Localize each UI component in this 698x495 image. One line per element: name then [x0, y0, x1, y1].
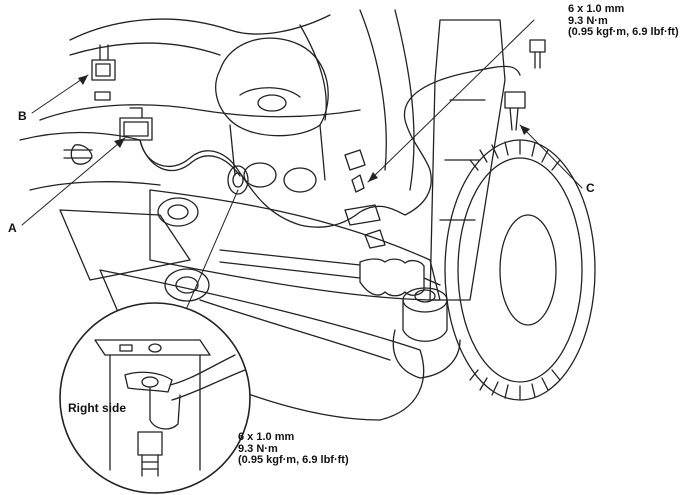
top-bolt-torque: 9.3 N·m: [568, 14, 608, 27]
strut-assembly: [429, 19, 506, 301]
bottom-bolt-torque: 9.3 N·m: [238, 442, 278, 455]
right-side-label: Right side: [68, 401, 127, 415]
sensor-wire-2: [139, 139, 241, 177]
brake-disc: [444, 139, 596, 401]
bottom-bolt-spec: 6 x 1.0 mm 9.3 N·m (0.95 kgf·m, 6.9 lbf·…: [238, 431, 349, 467]
sensor-wire: [139, 65, 521, 228]
bottom-bolt-torque-alt: (0.95 kgf·m, 6.9 lbf·ft): [238, 454, 349, 467]
sensor-bolt-top: [529, 39, 546, 69]
top-bolt-spec: 6 x 1.0 mm 9.3 N·m (0.95 kgf·m, 6.9 lbf·…: [568, 3, 679, 39]
connector-a: [119, 107, 153, 141]
label-c: C: [586, 181, 595, 195]
upper-arm: [215, 37, 329, 181]
bottom-bolt-size: 6 x 1.0 mm: [238, 431, 295, 443]
top-bolt-torque-alt: (0.95 kgf·m, 6.9 lbf·ft): [568, 26, 679, 39]
subframe-holes: [157, 162, 317, 302]
inset-detail: [59, 302, 251, 494]
connector-b: [91, 44, 116, 101]
wire-grommet: [227, 165, 249, 195]
label-b: B: [18, 109, 27, 123]
left-chassis: [19, 131, 191, 281]
tie-rod: [219, 249, 441, 297]
top-bolt-size: 6 x 1.0 mm: [568, 3, 625, 15]
sensor-bracket-mid: [344, 149, 386, 249]
label-a: A: [8, 221, 17, 235]
wheel-sensor-c: [504, 91, 526, 131]
upper-body-outline: [39, 9, 415, 191]
ball-joint: [392, 287, 461, 379]
